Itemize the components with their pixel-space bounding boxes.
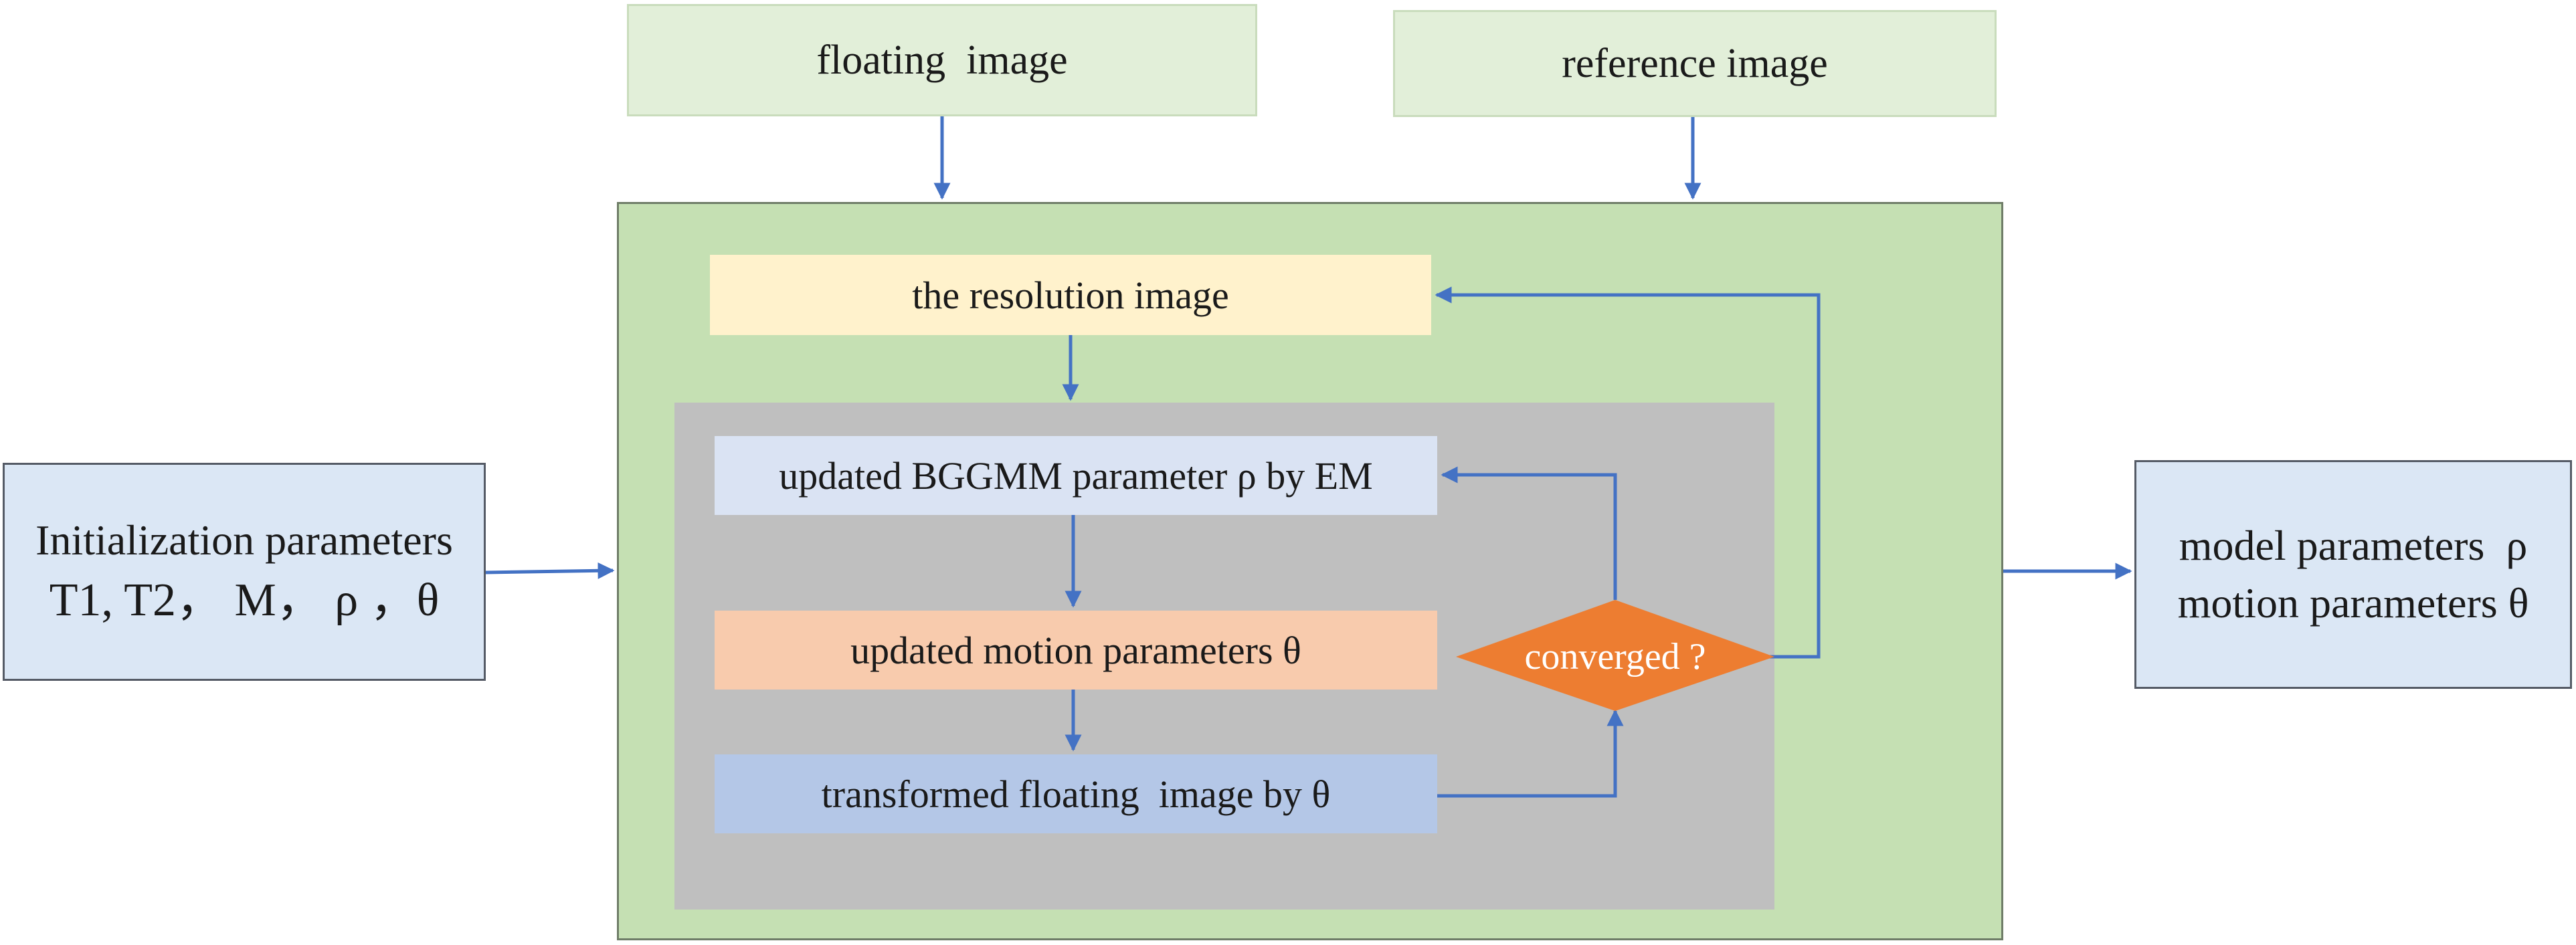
reference-image-label: reference image xyxy=(1562,40,1828,86)
model-parameters-label: model parameters ρ xyxy=(2179,521,2528,569)
converged-decision-diamond xyxy=(1456,600,1774,711)
arrow-decision-to-resolution xyxy=(1435,286,1821,659)
resolution-image-box: the resolution image xyxy=(710,255,1431,335)
motion-parameters-label: motion parameters θ xyxy=(2177,579,2529,627)
floating-image-box: floating image xyxy=(627,4,1257,116)
initialization-parameters-box: Initialization parameters T1, T2， M， ρ ，… xyxy=(3,463,486,681)
bggmm-update-box: updated BGGMM parameter ρ by EM xyxy=(715,436,1437,515)
arrow-init-to-frame xyxy=(485,562,615,579)
resolution-image-label: the resolution image xyxy=(912,273,1229,317)
motion-update-label: updated motion parameters θ xyxy=(850,628,1301,672)
initialization-symbols: T1, T2， M， ρ ，θ xyxy=(49,574,440,626)
transformed-image-label: transformed floating image by θ xyxy=(821,772,1331,816)
transformed-image-box: transformed floating image by θ xyxy=(715,754,1437,833)
arrow-decision-to-bggmm xyxy=(1441,466,1617,600)
motion-update-box: updated motion parameters θ xyxy=(715,611,1437,690)
bggmm-update-label: updated BGGMM parameter ρ by EM xyxy=(779,453,1373,498)
initialization-title: Initialization parameters xyxy=(35,516,453,564)
converged-decision-label: converged ? xyxy=(1524,636,1706,677)
arrow-transformed-to-decision xyxy=(1437,709,1624,798)
floating-image-label: floating image xyxy=(816,37,1068,83)
initialization-values: T1, T2， M， ρ ，θ xyxy=(50,569,439,633)
reference-image-box: reference image xyxy=(1393,10,1997,117)
output-parameters-box: model parameters ρ motion parameters θ xyxy=(2134,460,2572,689)
